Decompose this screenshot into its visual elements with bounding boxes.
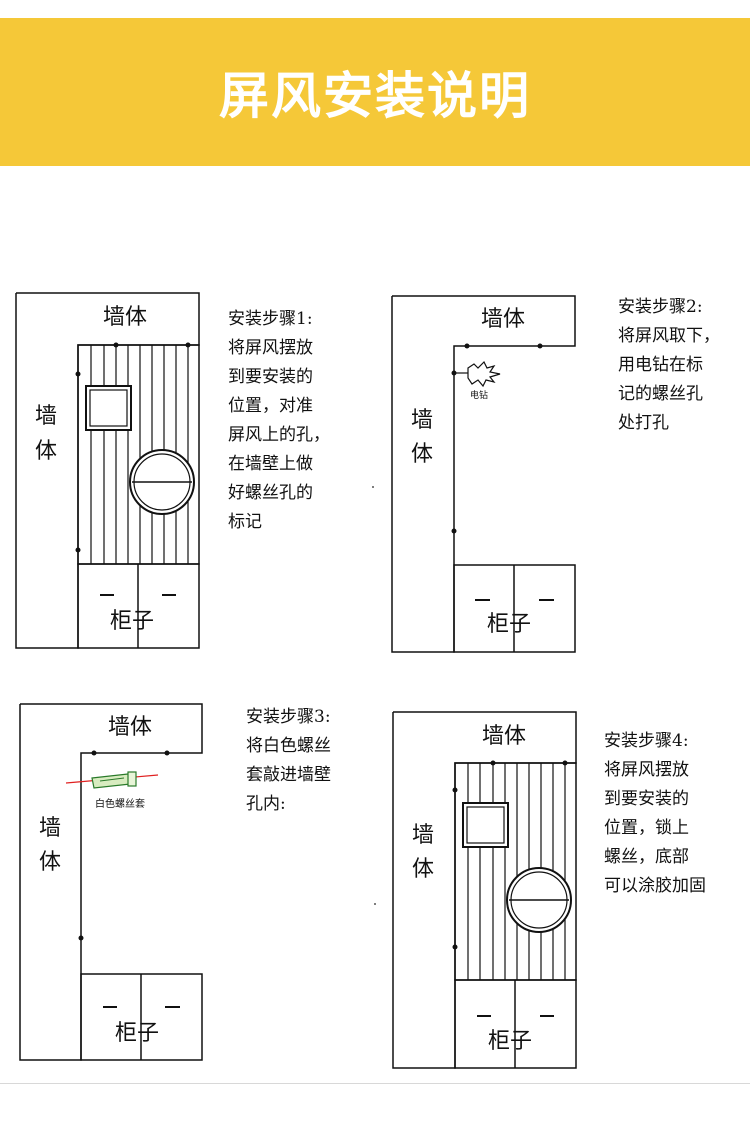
wall-label-top: 墙体 [108,715,152,740]
screw-marks [78,750,170,941]
wall-label-left-2: 体 [39,850,61,875]
stray-dots [372,486,376,905]
bottom-divider [0,1083,750,1084]
wall-label-left-1: 墙 [411,408,433,433]
diagram-step-2: 电钻 墙体 墙 体 柜子 [391,295,576,653]
drill-icon [456,360,501,388]
wall-label-top: 墙体 [481,307,525,332]
wall-label-left-2: 体 [411,442,433,467]
wall-label-left-1: 墙 [39,816,61,841]
wall-label-top: 墙体 [103,305,147,330]
step-1-text: 安装步骤1: 将屏风摆放 到要安装的 位置，对准 屏风上的孔， 在墙壁上做 好螺… [228,309,330,532]
page-title: 屏风安装说明 [219,67,531,125]
cabinet-label: 柜子 [487,612,531,637]
wall-label-left-1: 墙 [412,823,434,848]
cabinet-label: 柜子 [488,1029,532,1054]
diagram-step-1: 墙体 墙 体 柜子 [15,292,200,649]
title-banner: 屏风安装说明 [0,18,750,166]
screw-marks [451,343,543,534]
wall-label-left-2: 体 [412,857,434,882]
anchor-icon [65,771,159,789]
diagram-step-3: 白色螺丝套 墙体 墙 体 柜子 [19,703,203,1061]
screw-marks [75,342,191,553]
wall-label-top: 墙体 [482,724,526,749]
wall-label-left-1: 墙 [35,404,57,429]
wall-outline [19,703,203,1061]
diagram-step-4: 墙体 墙 体 柜子 [392,711,577,1069]
cabinet-label: 柜子 [110,609,154,634]
drill-label: 电钻 [470,389,488,401]
screen-panel [77,344,200,565]
wall-outline [391,295,576,653]
anchor-label: 白色螺丝套 [95,797,145,810]
step-4-text: 安装步骤4: 将屏风摆放 到要安装的 位置，锁上 螺丝，底部 可以涂胶加固 [604,731,706,896]
screen-panel [454,762,577,981]
step-3-text: 安装步骤3: 将白色螺丝 套敲进墙壁 孔内: [246,707,331,814]
wall-label-left-2: 体 [35,439,57,464]
step-2-text: 安装步骤2: 将屏风取下， 用电钻在标 记的螺丝孔 处打孔 [618,297,720,433]
cabinet-label: 柜子 [115,1021,159,1046]
screw-marks [452,760,568,950]
